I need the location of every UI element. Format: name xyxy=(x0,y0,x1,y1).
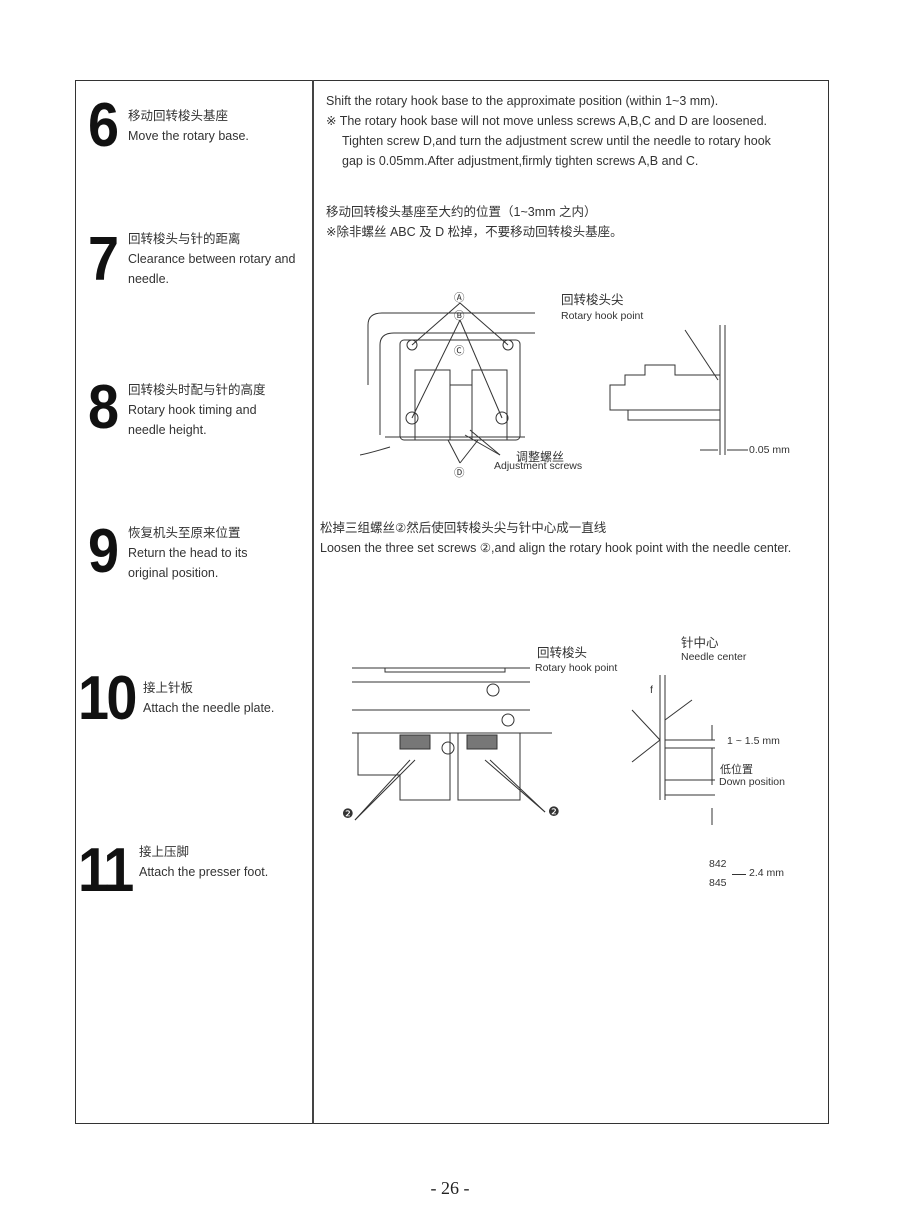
step-title-zh: 回转梭头与针的距离 xyxy=(128,232,241,246)
step-title-en: Attach the presser foot. xyxy=(139,865,269,879)
step-title-en: Attach the needle plate. xyxy=(143,701,275,715)
rotary-hook-label-en: Rotary hook point xyxy=(535,662,618,674)
adjustment-screws-zh: 调整螺丝 xyxy=(516,450,565,464)
instruction-line-zh: 移动回转梭头基座至大约的位置（1~3mm 之内） xyxy=(326,205,597,219)
column-divider xyxy=(312,80,314,1124)
height-range-label: 1 ~ 1.5 mm xyxy=(727,735,780,747)
page-number: - 26 - xyxy=(430,1178,470,1198)
step-title-zh: 接上针板 xyxy=(143,681,194,695)
step-title-en: Rotary hook timing and needle height. xyxy=(128,403,257,437)
rotary-hook-label-zh: 回转梭头 xyxy=(537,646,588,660)
step-number: 6 xyxy=(88,91,119,160)
step-title-en: Clearance between rotary and needle. xyxy=(128,252,296,286)
hook-point-label-en: Rotary hook point xyxy=(561,310,644,322)
instruction-line-zh: ※除非螺丝 ABC 及 D 松掉，不要移动回转梭头基座。 xyxy=(326,225,623,239)
align-instruction-en: Loosen the three set screws ②,and align … xyxy=(320,541,792,555)
down-position-zh: 低位置 xyxy=(720,764,753,776)
f-label: f xyxy=(650,684,653,696)
step-number: 7 xyxy=(88,225,119,294)
label-b: Ⓑ xyxy=(454,310,465,322)
label-a: Ⓐ xyxy=(454,292,465,304)
rotary-hook-side-diagram xyxy=(609,325,748,455)
screw-marker-right: ❷ xyxy=(548,804,560,819)
instruction-line: gap is 0.05mm.After adjustment,firmly ti… xyxy=(342,154,699,168)
step-number: 10 xyxy=(78,664,137,733)
hook-point-label-zh: 回转梭头尖 xyxy=(561,293,624,307)
step-title-zh: 移动回转梭头基座 xyxy=(128,109,229,123)
page-frame xyxy=(75,80,829,1124)
instruction-line: ※ The rotary hook base will not move unl… xyxy=(326,114,768,128)
model-845: 845 xyxy=(709,877,727,889)
step-number: 9 xyxy=(88,517,119,586)
align-instruction-zh: 松掉三组螺丝②然后使回转梭头尖与针中心成一直线 xyxy=(320,521,607,535)
step-number: 11 xyxy=(78,836,134,905)
step-number: 8 xyxy=(88,373,119,442)
step-title-zh: 恢复机头至原来位置 xyxy=(128,526,241,540)
instruction-line: Tighten screw D,and turn the adjustment … xyxy=(342,134,771,148)
model-value: 2.4 mm xyxy=(749,867,785,879)
step-title-en: Return the head to its original position… xyxy=(128,546,248,580)
needle-center-label-en: Needle center xyxy=(681,651,747,663)
rotary-hook-front-diagram xyxy=(352,667,552,821)
label-c: Ⓒ xyxy=(454,345,465,357)
down-position-en: Down position xyxy=(719,776,785,788)
label-d: Ⓓ xyxy=(454,467,465,479)
rotary-hook-base-diagram xyxy=(360,302,535,464)
dash xyxy=(732,874,746,875)
instruction-line: Shift the rotary hook base to the approx… xyxy=(326,94,719,108)
step-title-zh: 回转梭头时配与针的高度 xyxy=(128,383,266,397)
step-title-zh: 接上压脚 xyxy=(139,845,190,859)
gap-label: 0.05 mm xyxy=(749,444,790,456)
needle-height-diagram xyxy=(631,675,715,825)
needle-center-label-zh: 针中心 xyxy=(681,636,719,650)
screw-marker-left: ❷ xyxy=(342,806,354,821)
step-title-en: Move the rotary base. xyxy=(128,129,249,143)
adjustment-screws-en: Adjustment screws xyxy=(494,460,583,472)
model-842: 842 xyxy=(709,858,727,870)
